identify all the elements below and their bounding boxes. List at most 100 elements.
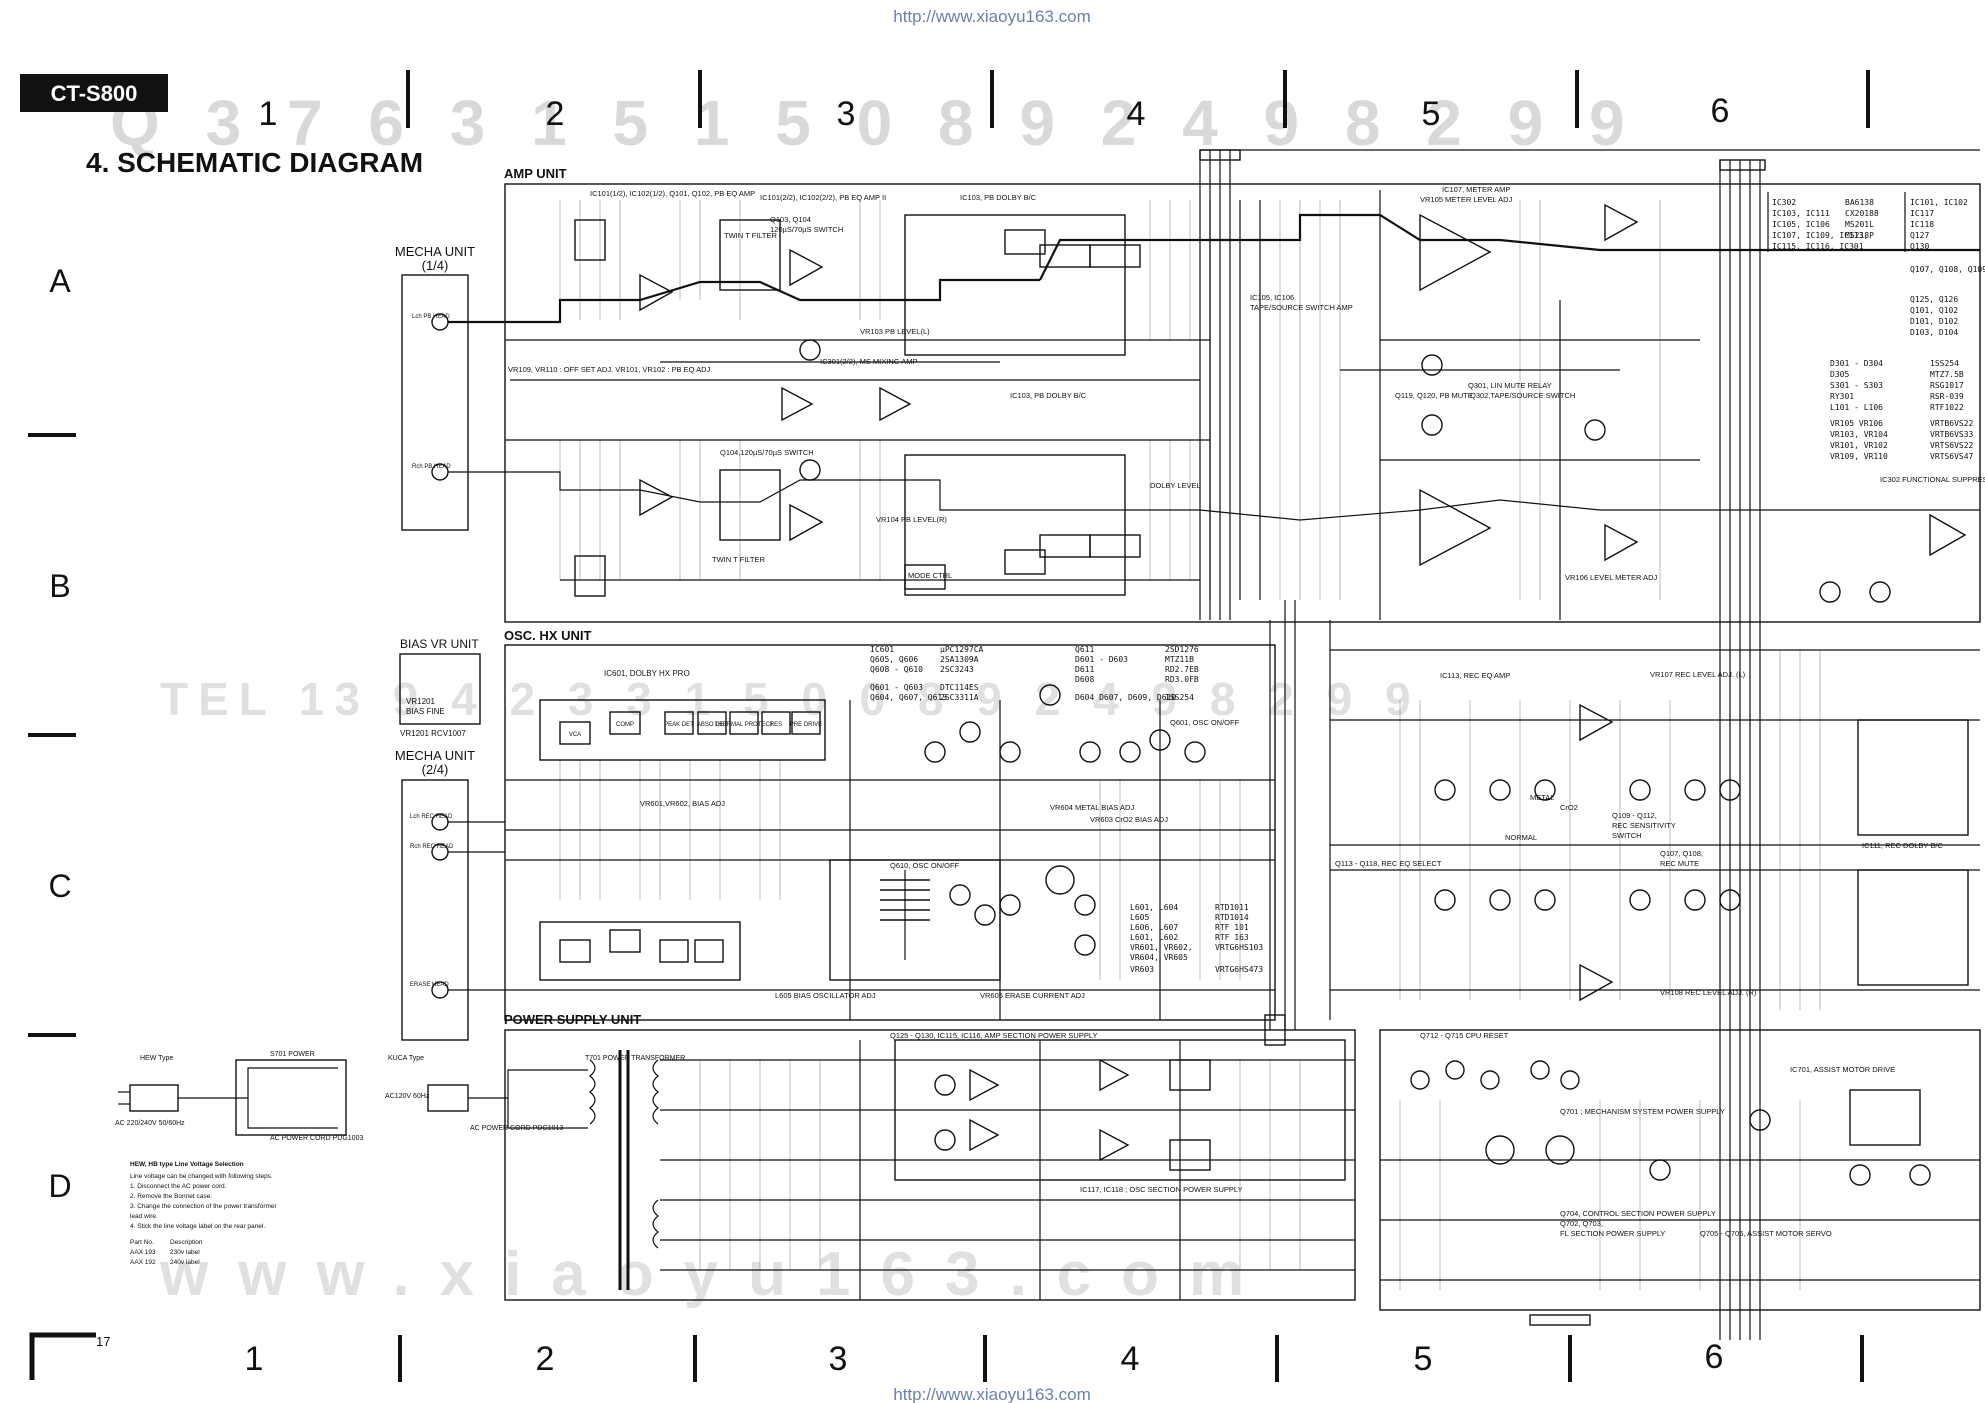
svg-text:VR603: VR603 (1130, 965, 1154, 974)
osc-labels: VR601,VR602, BIAS ADJ Q610, OSC ON/OFF Q… (640, 718, 1240, 1000)
lbl-twin-t: TWIN T FILTER (724, 231, 778, 240)
power-unit-label: POWER SUPPLY UNIT (504, 1012, 641, 1027)
vr1201-label: VR1201 (406, 697, 435, 706)
pta-r4c0: IC115, IC116, IC301 (1772, 242, 1864, 251)
svg-text:VR105 VR106: VR105 VR106 (1830, 419, 1883, 428)
col-bottom-5: 5 (1414, 1340, 1433, 1378)
svg-text:Line voltage can be changed wi: Line voltage can be changed with followi… (130, 1173, 273, 1180)
lbl-q103: Q103, Q104 (770, 215, 811, 224)
ic601-blocks-bottom (559, 929, 724, 963)
url-bottom: http://www.xiaoyu163.com (893, 1385, 1090, 1403)
svg-text:lead wire.: lead wire. (130, 1213, 158, 1220)
svg-text:L605: L605 (1130, 913, 1149, 922)
row-dividers (28, 433, 76, 1037)
svg-text:D301 - D304: D301 - D304 (1830, 359, 1883, 368)
parts-table-a: IC302 BA6138 IC101, IC102 IC103, IC111 C… (1772, 198, 1985, 337)
mecha2-frame (401, 779, 469, 1041)
pta-r0c0: IC302 (1772, 198, 1796, 207)
row-A: A (49, 263, 71, 299)
bottom-column-numbers: 1 2 3 4 5 6 (245, 1338, 1724, 1378)
svg-text:2SC3311A: 2SC3311A (940, 693, 979, 702)
pta-r3c0: IC107, IC109, IC113, (1772, 231, 1868, 240)
svg-text:VRTG6HS103: VRTG6HS103 (1215, 943, 1263, 952)
lbl-ac-left: AC 220/240V 50/60Hz (115, 1120, 185, 1127)
rch-pb-head-label: Rch PB HEAD (412, 464, 451, 470)
mecha2-wires (448, 821, 505, 991)
lbl-vr105: VR105 METER LEVEL ADJ (1420, 195, 1513, 204)
ic601-block-labels: VCA COMP PEAK DET ABSO DET THERMAL PROTE… (569, 722, 822, 738)
rch-rec-head-label: Rch REC HEAD (410, 844, 454, 850)
ic601-blocks-top (559, 711, 821, 745)
osc-wiring (505, 600, 1296, 1030)
lbl-ic111: IC111, REC DOLBY B/C (1862, 841, 1943, 850)
svg-text:RTD1014: RTD1014 (1215, 913, 1249, 922)
svg-text:4. Stick the line voltage labe: 4. Stick the line voltage label on the r… (130, 1223, 265, 1230)
pta2-2: Q101, Q102 (1910, 306, 1958, 315)
voltage-note: HEW, HB type Line Voltage Selection Line… (130, 1161, 278, 1266)
col-top-3: 3 (837, 95, 856, 133)
svg-text:D604 D607, D609, D610: D604 D607, D609, D610 (1075, 693, 1176, 702)
lbl-q107: Q107, Q108, (1660, 849, 1703, 858)
lbl-kuca-type: KUCA Type (388, 1055, 424, 1062)
svg-text:PEAK DET: PEAK DET (664, 722, 694, 728)
svg-text:RSG1017: RSG1017 (1930, 381, 1964, 390)
svg-text:THERMAL PROTECT: THERMAL PROTECT (715, 722, 774, 728)
lbl-ic302: IC302 FUNCTIONAL SUPPRESSION AMP (1880, 475, 1985, 484)
lbl-vr-offset: VR109, VR110 : OFF SET ADJ. VR101, VR102… (508, 365, 711, 374)
lbl-normal: NORMAL (1505, 833, 1537, 842)
power-transistors (934, 1060, 1931, 1186)
svg-text:L101 - L106: L101 - L106 (1830, 403, 1883, 412)
lbl-ic101-pb-eq2: IC101(2/2), IC102(2/2), PB EQ AMP II (760, 193, 886, 202)
lbl-q704: Q704, CONTROL SECTION POWER SUPPLY (1560, 1209, 1716, 1218)
lbl-ic113: IC113, REC EQ AMP (1440, 671, 1510, 680)
pta-r2c2: IC118 (1910, 220, 1934, 229)
model-badge-bg (20, 74, 168, 112)
amp-unit-frame (504, 183, 1981, 623)
connectors (1199, 149, 1766, 1326)
svg-text:Q608 - Q610: Q608 - Q610 (870, 665, 923, 674)
mecha1-sub: (1/4) (422, 258, 449, 273)
lbl-vr601: VR601,VR602, BIAS ADJ (640, 799, 725, 808)
lbl-q119: Q119, Q120, PB MUTE (1395, 391, 1473, 400)
svg-text:VR101, VR102: VR101, VR102 (1830, 441, 1888, 450)
svg-text:1SS254: 1SS254 (1165, 693, 1194, 702)
svg-text:D601 - D603: D601 - D603 (1075, 655, 1128, 664)
pta-r1c1: CX20188 (1845, 209, 1879, 218)
power-component-grid (699, 1060, 1801, 1290)
power-wiring (660, 1039, 1980, 1300)
col-bottom-3: 3 (829, 1340, 848, 1378)
lbl-vr106: VR106 LEVEL METER ADJ (1565, 573, 1658, 582)
bias-fine-label: BIAS FINE (406, 707, 445, 716)
col-bottom-1: 1 (245, 1340, 264, 1378)
top-column-numbers: 1 2 3 4 5 6 (259, 92, 1730, 133)
pta2-4: D103, D104 (1910, 328, 1958, 337)
lbl-vr603: VR603 CrO2 BIAS ADJ (1090, 815, 1168, 824)
lbl-q302: Q302,TAPE/SOURCE SWITCH (1470, 391, 1575, 400)
lbl-ic105: IC105, IC106 (1250, 293, 1294, 302)
svg-text:RTF1022: RTF1022 (1930, 403, 1964, 412)
amp-component-grid (559, 200, 1661, 600)
lbl-twin-t2: TWIN T FILTER (712, 555, 766, 564)
lbl-s701: S701 POWER (270, 1051, 315, 1058)
lbl-q702: Q702, Q703, (1560, 1219, 1603, 1228)
top-ruler (406, 70, 1870, 128)
lbl-pb-level: VR103 PB LEVEL(L) (860, 327, 930, 336)
parts-table-a-divider (1767, 192, 1906, 252)
lbl-switch: SWITCH (1612, 831, 1642, 840)
rec-labels: IC113, REC EQ AMP VR107 REC LEVEL ADJ. (… (1335, 670, 1943, 997)
lbl-rec-mute: REC MUTE (1660, 859, 1699, 868)
svg-text:AAX 192: AAX 192 (130, 1259, 156, 1266)
power-labels: Q125 - Q130, IC115, IC116, AMP SECTION P… (890, 1031, 1895, 1238)
svg-text:RTF 163: RTF 163 (1215, 933, 1249, 942)
rec-transistors (1434, 779, 1741, 911)
bottom-ruler (29, 1332, 1864, 1382)
row-C: C (48, 868, 71, 904)
lbl-ic101-pb-eq: IC101(1/2), IC102(1/2), Q101, Q102, PB E… (590, 189, 755, 198)
rec-section (1329, 620, 1980, 1020)
svg-text:Q604, Q607, Q613: Q604, Q607, Q613 (870, 693, 947, 702)
ac-plug-left (118, 1059, 347, 1136)
svg-text:RD2.7EB: RD2.7EB (1165, 665, 1199, 674)
right-bus (1199, 149, 1980, 1340)
erase-head-label: ERASE HEAD (410, 982, 449, 988)
